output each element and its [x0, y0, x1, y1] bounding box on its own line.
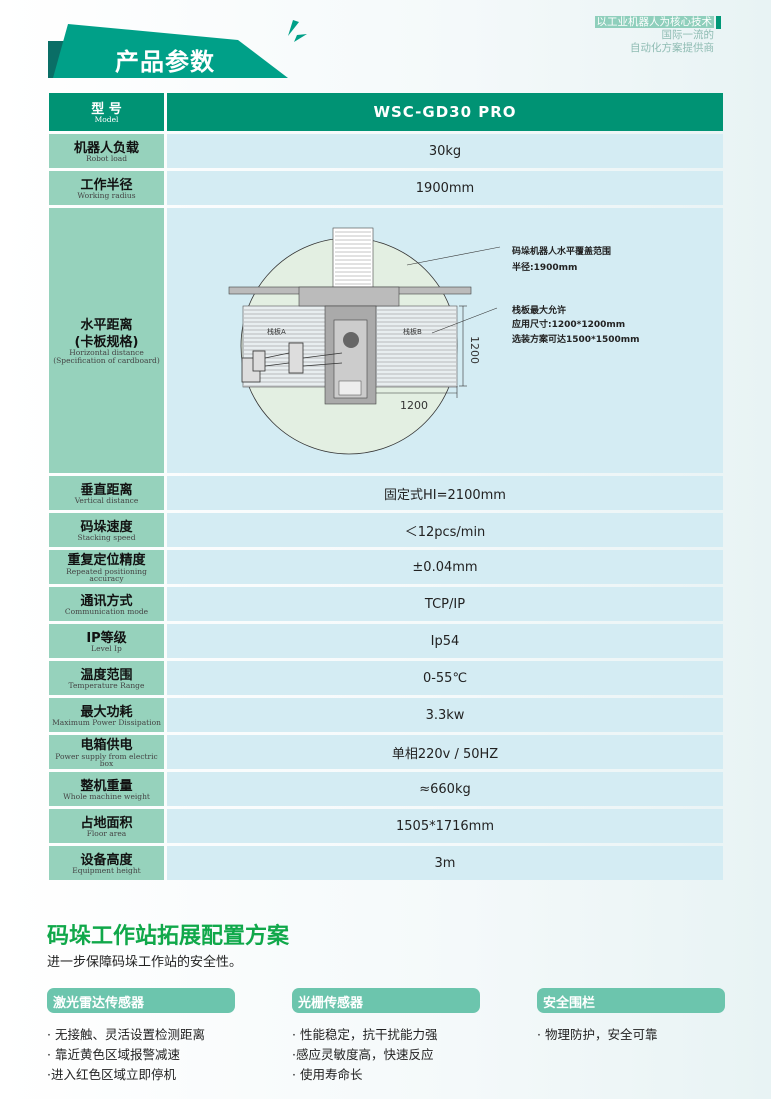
- robot-arm: [241, 342, 343, 383]
- list-item: · 物理防护，安全可靠: [537, 1027, 658, 1042]
- value: 0-55℃: [167, 661, 723, 695]
- value: ＜12pcs/min: [167, 513, 723, 547]
- label-en: Horizontal distance: [69, 348, 144, 358]
- list-item: ·进入红色区域立即停机: [47, 1067, 176, 1082]
- label-en: Temperature Range: [68, 681, 145, 691]
- label-zh: 机器人负载: [73, 140, 139, 156]
- label-en: Working radius: [77, 191, 136, 201]
- value: ≈660kg: [167, 772, 723, 806]
- label-zh: 温度范围: [80, 667, 133, 683]
- layout-diagram: 栈板A 栈板B 1200 1200 码垛机器人水平覆盖范围 半径:1900mm …: [228, 227, 640, 455]
- accent-slash-icon: [288, 20, 307, 42]
- option-title: 光栅传感器: [292, 988, 480, 1013]
- label-zh: 最大功耗: [80, 704, 133, 720]
- label-zh: IP等级: [86, 630, 127, 646]
- expansion-subtitle: 进一步保障码垛工作站的安全性。: [47, 955, 243, 970]
- label-en: Model: [94, 115, 119, 125]
- value: 3m: [167, 846, 723, 880]
- label-zh: 电箱供电: [80, 737, 133, 753]
- slogan-line2: 国际一流的: [661, 29, 715, 41]
- label-en: Robot load: [85, 154, 128, 164]
- pallet-b: [375, 305, 458, 388]
- list-item: · 无接触、灵活设置检测距离: [47, 1027, 205, 1042]
- label-en: Power supply from electric box: [55, 751, 158, 769]
- pallet-a-label: 栈板A: [267, 327, 286, 336]
- label-zh: 型 号: [91, 101, 122, 117]
- label-en: Whole machine weight: [63, 792, 150, 802]
- list-item: · 性能稳定，抗干扰能力强: [292, 1027, 438, 1042]
- pallet-note-2: 应用尺寸:1200*1200mm: [512, 318, 625, 330]
- expansion-title: 码垛工作站拓展配置方案: [47, 924, 290, 949]
- title-banner-shape: [48, 24, 288, 78]
- label-zh: 通讯方式: [80, 593, 133, 609]
- slogan-line1: 以工业机器人为核心技术: [594, 16, 714, 28]
- label-en: Floor area: [86, 829, 127, 839]
- value: 3.3kw: [167, 698, 723, 732]
- option-title: 安全围栏: [537, 988, 725, 1013]
- label-zh: 工作半径: [80, 177, 133, 193]
- pallet-b-label: 栈板B: [403, 327, 422, 336]
- beam-block: [298, 286, 400, 307]
- label-en: Equipment height: [72, 866, 141, 876]
- table-row-horizontal: 水平距离(卡板规格)Horizontal distance(Specificat…: [49, 208, 723, 473]
- label-zh: 垂直距离: [80, 482, 133, 498]
- value: TCP/IP: [167, 587, 723, 621]
- list-item: · 靠近黄色区域报警减速: [47, 1047, 180, 1062]
- value: 1505*1716mm: [167, 809, 723, 843]
- list-item: ·感应灵敏度高，快速反应: [292, 1047, 434, 1062]
- label-zh: 设备高度: [80, 852, 133, 868]
- value: 单相220v / 50HZ: [167, 735, 723, 769]
- label-en: Maximum Power Dissipation: [52, 718, 161, 728]
- slogan: 以工业机器人为核心技术 国际一流的 自动化方案提供商: [594, 16, 721, 55]
- value: 30kg: [167, 134, 723, 168]
- pallet-note-3: 选装方案可达1500*1500mm: [512, 333, 640, 345]
- label-en: Level Ip: [91, 644, 122, 654]
- pallet-note-1: 栈板最大允许: [512, 304, 566, 316]
- option-laser-radar: 激光雷达传感器 · 无接触、灵活设置检测距离 · 靠近黄色区域报警减速 ·进入红色区…: [47, 988, 235, 1085]
- label-zh: 整机重量: [80, 778, 133, 794]
- option-safety-fence: 安全围栏 · 物理防护，安全可靠: [537, 988, 725, 1045]
- list-item: · 使用寿命长: [292, 1067, 363, 1082]
- coverage-label: 码垛机器人水平覆盖范围: [512, 245, 611, 257]
- label-en-2: (Specification of cardboard): [53, 356, 160, 366]
- label-en: Repeated positioning accuracy: [66, 566, 147, 584]
- dim-vertical: 1200: [468, 336, 481, 364]
- conveyor: [332, 227, 374, 289]
- label-zh: 码垛速度: [80, 519, 133, 535]
- slogan-line3: 自动化方案提供商: [630, 42, 714, 54]
- page-title: 产品参数: [115, 48, 215, 76]
- label-en: Vertical distance: [74, 496, 139, 506]
- label-en: Stacking speed: [77, 533, 136, 543]
- label-zh-2: (卡板规格): [74, 334, 139, 350]
- label-zh: 重复定位精度: [67, 552, 146, 568]
- option-title: 激光雷达传感器: [47, 988, 235, 1013]
- value: ±0.04mm: [167, 550, 723, 584]
- label-en: Communication mode: [64, 607, 149, 617]
- radius-label: 半径:1900mm: [512, 261, 577, 273]
- value: 1900mm: [167, 171, 723, 205]
- label-zh: 水平距离: [80, 317, 133, 333]
- value: 固定式HI=2100mm: [167, 476, 723, 510]
- option-light-curtain: 光栅传感器 · 性能稳定，抗干扰能力强 ·感应灵敏度高，快速反应 · 使用寿命长: [292, 988, 480, 1085]
- value: Ip54: [167, 624, 723, 658]
- dim-horizontal: 1200: [400, 399, 428, 412]
- model-value: WSC-GD30 PRO: [167, 93, 723, 131]
- label-zh: 占地面积: [80, 815, 133, 831]
